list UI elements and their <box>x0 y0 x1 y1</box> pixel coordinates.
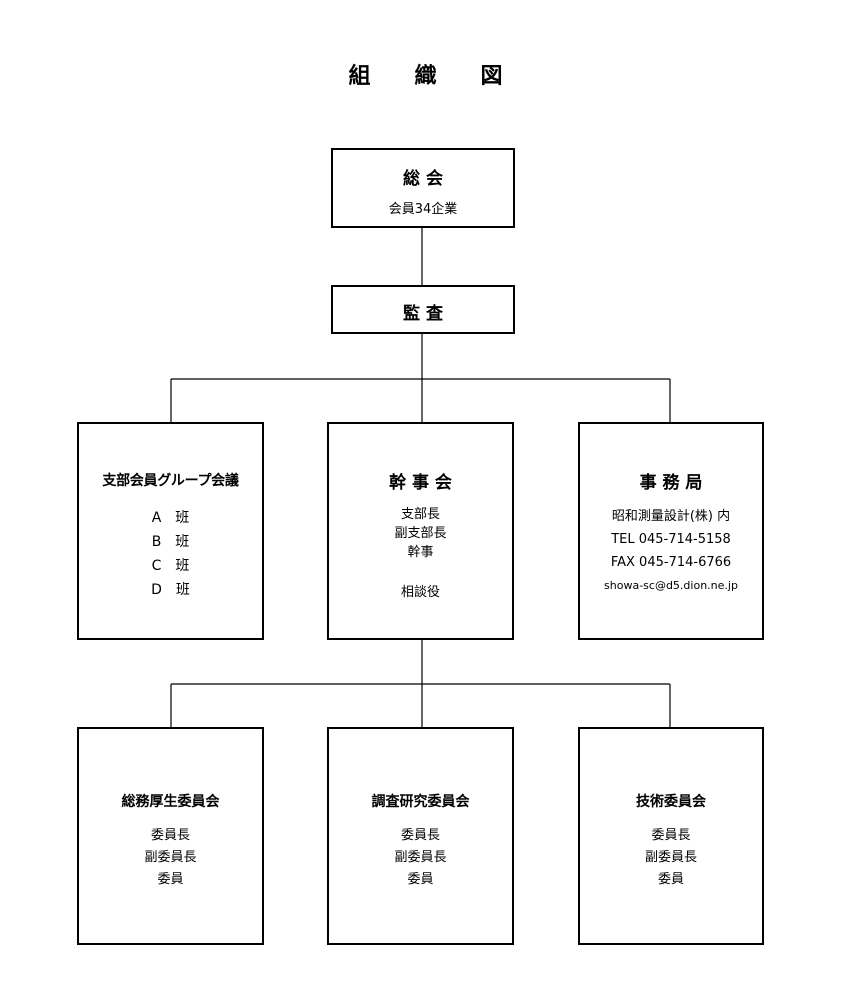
branch-group-meeting-box: 支部会員グループ会議 A 班 B 班 C 班 D 班 <box>77 422 264 640</box>
secretariat-fax: FAX 045-714-6766 <box>610 555 732 570</box>
board-box: 幹 事 会 支部長 副支部長 幹事 相談役 <box>327 422 514 640</box>
secretariat-office: 昭和測量設計(株) 内 <box>611 509 731 524</box>
committee-title: 技術委員会 <box>636 794 706 810</box>
board-role: 副支部長 <box>394 526 447 541</box>
general-meeting-box: 総 会 会員34企業 <box>331 148 515 228</box>
committee-roles: 委員長 副委員長 委員 <box>329 825 512 891</box>
board-advisor: 相談役 <box>400 585 440 600</box>
committee-title: 調査研究委員会 <box>371 794 470 810</box>
board-title: 幹 事 会 <box>389 473 452 493</box>
committee-role: 副委員長 <box>644 850 697 865</box>
secretariat-box: 事 務 局 昭和測量設計(株) 内 TEL 045-714-5158 FAX 0… <box>578 422 764 640</box>
title-char: 織 <box>414 64 437 89</box>
committee-title: 総務厚生委員会 <box>121 794 220 810</box>
committee-role: 委員 <box>407 872 434 887</box>
committee-role: 副委員長 <box>394 850 447 865</box>
committee-role: 委員 <box>657 872 684 887</box>
title-char: 組 <box>348 64 371 89</box>
board-role: 幹事 <box>407 545 434 560</box>
general-welfare-committee-box: 総務厚生委員会 委員長 副委員長 委員 <box>77 727 264 945</box>
secretariat-title: 事 務 局 <box>639 473 703 493</box>
committee-role: 委員長 <box>150 828 190 843</box>
research-committee-box: 調査研究委員会 委員長 副委員長 委員 <box>327 727 514 945</box>
audit-title: 監 査 <box>403 304 443 324</box>
page-title: 組織図 <box>0 58 851 90</box>
title-char: 図 <box>480 64 503 89</box>
branch-group-meeting-title: 支部会員グループ会議 <box>102 473 239 489</box>
committee-role: 副委員長 <box>144 850 197 865</box>
general-meeting-members: 会員34企業 <box>388 202 458 217</box>
technical-committee-box: 技術委員会 委員長 副委員長 委員 <box>578 727 764 945</box>
secretariat-tel: TEL 045-714-5158 <box>611 532 731 547</box>
group-item: C 班 <box>151 558 190 574</box>
group-list: A 班 B 班 C 班 D 班 <box>79 506 262 602</box>
secretariat-contact: 昭和測量設計(株) 内 TEL 045-714-5158 FAX 045-714… <box>580 505 762 597</box>
committee-roles: 委員長 副委員長 委員 <box>79 825 262 891</box>
audit-box: 監 査 <box>331 285 515 334</box>
committee-role: 委員 <box>157 872 184 887</box>
group-item: B 班 <box>151 534 190 550</box>
board-roles: 支部長 副支部長 幹事 <box>329 505 512 562</box>
committee-roles: 委員長 副委員長 委員 <box>580 825 762 891</box>
board-role: 支部長 <box>400 507 440 522</box>
general-meeting-title: 総 会 <box>403 169 443 189</box>
committee-role: 委員長 <box>651 828 691 843</box>
group-item: D 班 <box>151 582 190 598</box>
committee-role: 委員長 <box>400 828 440 843</box>
secretariat-email: showa-sc@d5.dion.ne.jp <box>604 579 738 592</box>
group-item: A 班 <box>151 510 190 526</box>
